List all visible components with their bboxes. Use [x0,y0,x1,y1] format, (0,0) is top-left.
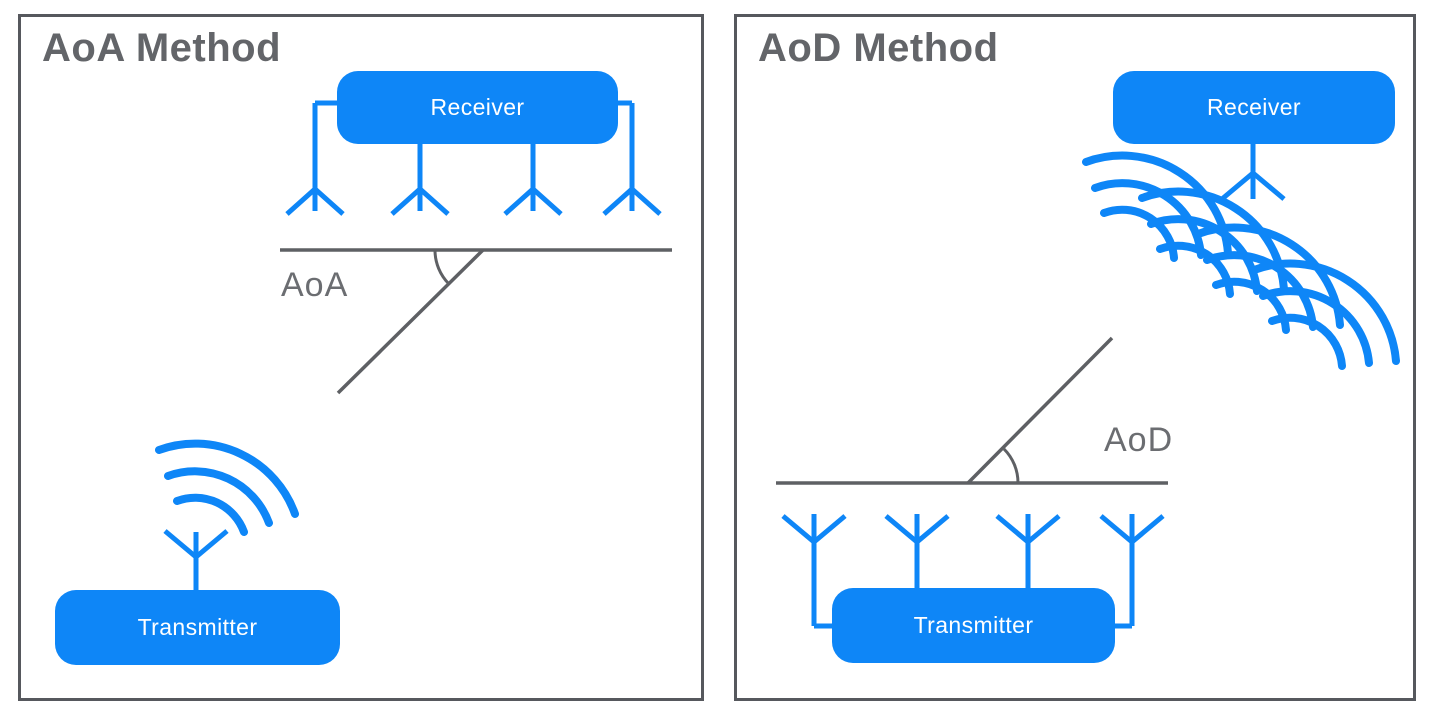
aod-receiver-box: Receiver [1113,71,1395,144]
aod-receiver-label: Receiver [1207,94,1301,120]
aod-angle-arc-icon [1002,447,1020,484]
panel-aoa [18,14,704,701]
aod-angle-geometry [776,336,1168,485]
aoa-angle-geometry [280,248,672,395]
aoa-receiver-label: Receiver [430,94,525,120]
aoa-receiver-antenna-array-icon [285,100,662,216]
aoa-receiver-box: Receiver [337,71,618,144]
panel-title-aod: AoD Method [758,26,999,70]
aoa-angle-label: AoA [281,266,349,304]
aod-transmitter-label: Transmitter [913,612,1034,638]
aoa-transmitter-label: Transmitter [137,614,258,640]
aoa-transmitter-box: Transmitter [55,590,340,665]
panel-title-aoa: AoA Method [42,26,282,70]
aod-transmitter-box: Transmitter [832,588,1115,663]
aod-transmitter-antenna-array-icon [781,514,1165,629]
aod-wavefront-lattice-icon [1082,151,1400,370]
aoa-angle-arc-icon [433,249,451,286]
aod-angle-label: AoD [1104,421,1174,459]
aod-departing-ray [966,336,1114,485]
aoa-incoming-ray [336,248,485,395]
aod-receiver-antenna-icon [1220,144,1286,201]
aoa-signal-wave-icon [155,439,299,536]
aoa-transmitter-antenna-icon [163,529,229,590]
panel-aod [734,14,1416,701]
